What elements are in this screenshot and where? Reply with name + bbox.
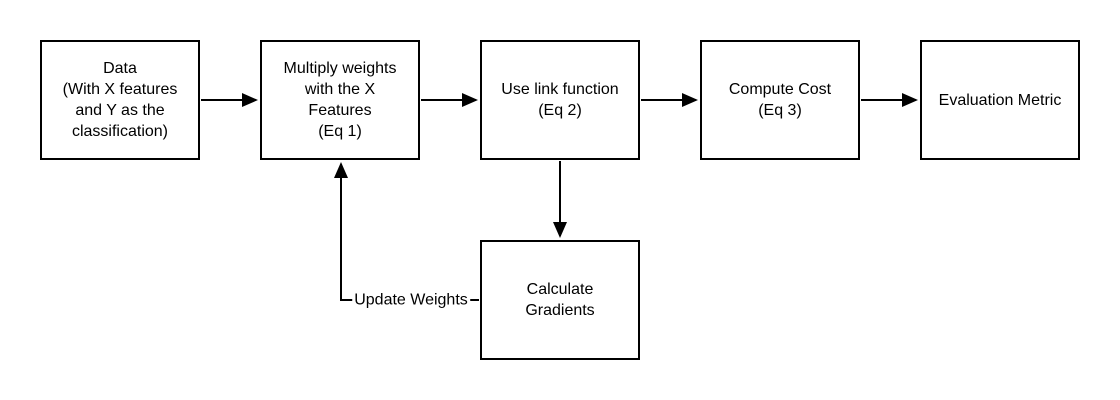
node-evaluation-metric-label: Evaluation Metric	[938, 91, 1062, 109]
node-data: Data (With X features and Y as the class…	[40, 40, 200, 160]
node-multiply-weights: Multiply weights with the X Features (Eq…	[260, 40, 420, 160]
arrow-gradients-to-multiply	[334, 162, 479, 301]
node-calculate-gradients-label: Calculate Gradients	[525, 281, 595, 319]
node-use-link-function: Use link function (Eq 2)	[480, 40, 640, 160]
node-multiply-weights-label: Multiply weights with the X Features (Eq…	[283, 60, 397, 140]
edge-label-update-weights: Update Weights	[352, 290, 470, 310]
node-data-label: Data (With X features and Y as the class…	[62, 60, 178, 140]
node-use-link-function-label: Use link function (Eq 2)	[501, 81, 619, 119]
node-calculate-gradients: Calculate Gradients	[480, 240, 640, 360]
node-evaluation-metric: Evaluation Metric	[920, 40, 1080, 160]
node-compute-cost: Compute Cost (Eq 3)	[700, 40, 860, 160]
node-compute-cost-label: Compute Cost (Eq 3)	[728, 81, 832, 119]
